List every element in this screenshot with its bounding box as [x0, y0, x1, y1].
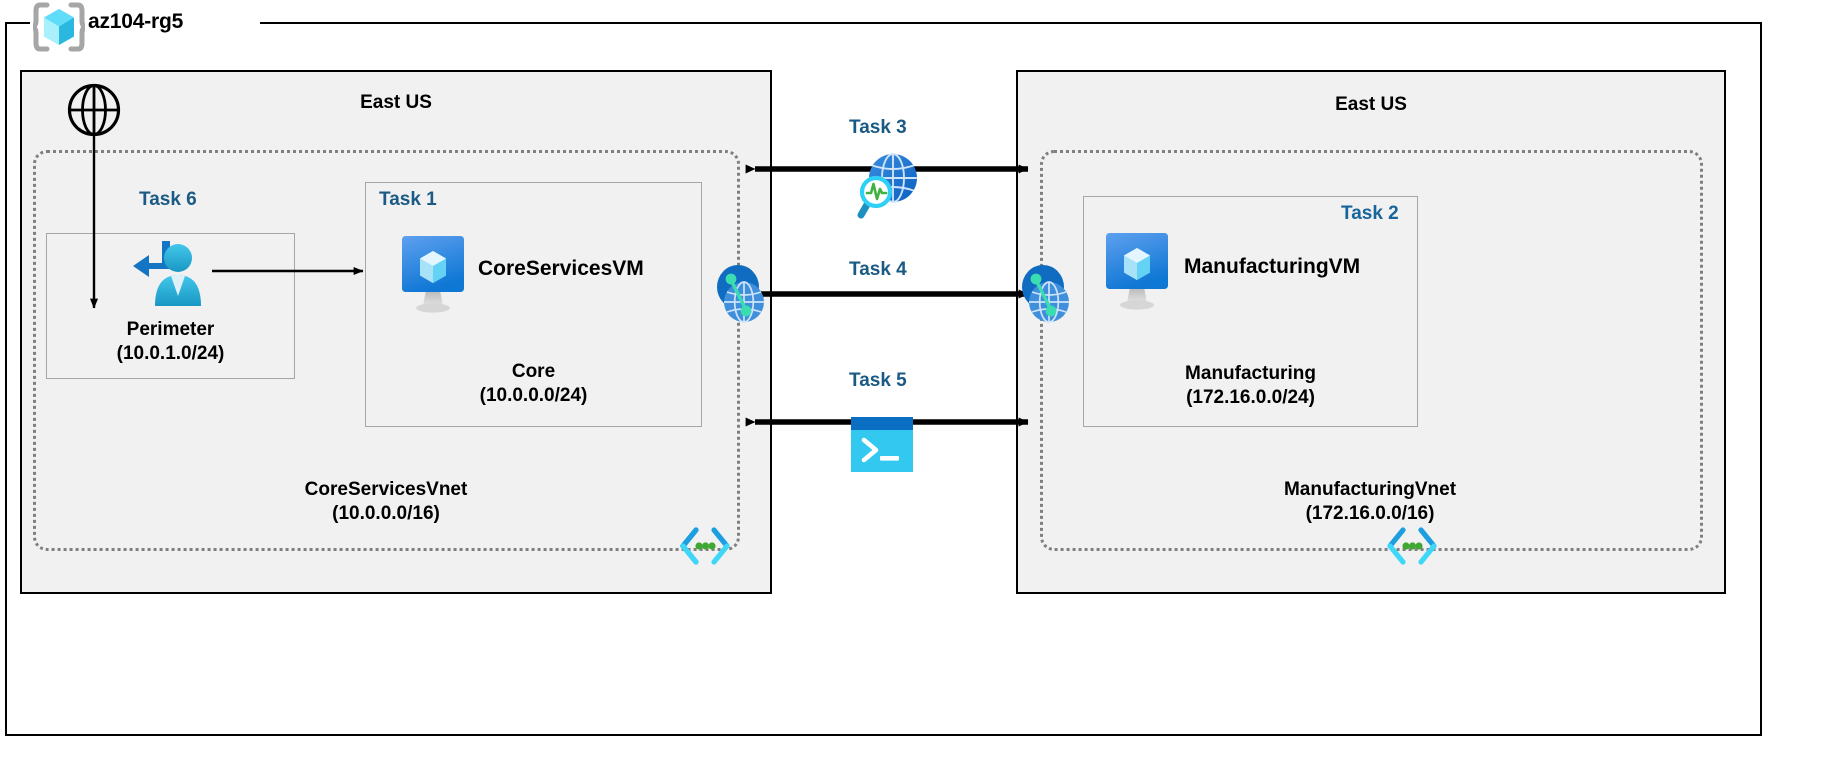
virtual-machine-icon: [1104, 231, 1170, 313]
subnet-box-core: [365, 182, 702, 427]
vnet-boundary-manufacturing: [1040, 150, 1703, 551]
subnet-name-core: Core: [511, 361, 556, 382]
task-label-2: Task 2: [1341, 203, 1399, 224]
user-endpoint-icon: [128, 240, 212, 312]
task-label-3: Task 3: [849, 117, 907, 138]
subnet-label-core: Core (10.0.0.0/24): [365, 360, 702, 408]
cloud-shell-terminal-icon: [851, 417, 913, 472]
subnet-name-perimeter: Perimeter: [126, 319, 215, 340]
vnet-peering-icon: [713, 262, 769, 328]
subnet-name-manufacturing: Manufacturing: [1185, 363, 1316, 384]
subnet-box-manufacturing: [1083, 196, 1418, 427]
resource-group-frame: [5, 22, 1762, 736]
region-label-left: East US: [360, 92, 432, 113]
internet-globe-icon: [67, 83, 121, 137]
network-watcher-globe-magnifier-icon: [855, 152, 921, 222]
vnet-code-brackets-icon: [1387, 527, 1437, 565]
subnet-box-perimeter: [46, 233, 295, 379]
vnet-cidr-manufacturing: (172.16.0.0/16): [1305, 503, 1435, 525]
region-box-left: [20, 70, 772, 594]
region-box-right: [1016, 70, 1726, 594]
vnet-name-manufacturing: ManufacturingVnet: [1283, 479, 1457, 500]
vnet-name-coreservices: CoreServicesVnet: [304, 479, 468, 500]
subnet-label-perimeter: Perimeter (10.0.1.0/24): [46, 318, 295, 366]
vm-name-manufacturingvm: ManufacturingVM: [1184, 255, 1361, 278]
task-label-4: Task 4: [849, 259, 907, 280]
vnet-boundary-coreservices: [33, 150, 740, 551]
subnet-cidr-core: (10.0.0.0/24): [479, 385, 588, 407]
task-label-6: Task 6: [139, 189, 197, 210]
vnet-peering-icon: [1018, 262, 1074, 328]
subnet-cidr-manufacturing: (172.16.0.0/24): [1186, 387, 1315, 409]
vm-name-coreservicesvm: CoreServicesVM: [478, 257, 644, 280]
vnet-cidr-coreservices: (10.0.0.0/16): [332, 503, 440, 525]
task-label-5: Task 5: [849, 370, 907, 391]
task-label-1: Task 1: [379, 189, 437, 210]
azure-resource-group-cube-icon: [29, 2, 89, 52]
vnet-label-coreservices: CoreServicesVnet (10.0.0.0/16): [236, 478, 536, 526]
vnet-label-manufacturing: ManufacturingVnet (172.16.0.0/16): [1090, 478, 1650, 526]
subnet-label-manufacturing: Manufacturing (172.16.0.0/24): [1083, 362, 1418, 410]
region-label-right: East US: [1335, 94, 1407, 115]
resource-group-name: az104-rg5: [88, 10, 184, 33]
virtual-machine-icon: [400, 234, 466, 316]
vnet-code-brackets-icon: [679, 527, 730, 565]
subnet-cidr-perimeter: (10.0.1.0/24): [116, 343, 225, 365]
